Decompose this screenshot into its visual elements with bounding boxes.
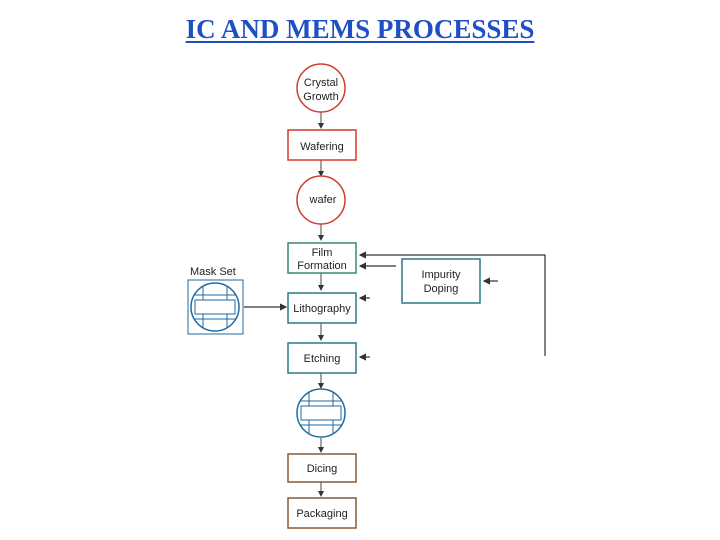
film-formation-label-2: Formation — [297, 260, 347, 272]
impurity-doping: Impurity Doping — [401, 258, 481, 304]
step-wafering: Wafering — [287, 129, 357, 161]
wafer-label: wafer — [309, 194, 337, 206]
impurity-doping-label-2: Doping — [424, 283, 459, 295]
crystal-growth-label-2: Growth — [303, 91, 338, 103]
dicing-label: Dicing — [307, 463, 338, 475]
step-patterned-wafer — [296, 388, 346, 438]
feedback-loop-to-film — [358, 251, 546, 356]
mask-set: Mask Set — [187, 266, 288, 335]
step-wafer: wafer — [296, 175, 346, 225]
step-packaging: Packaging — [287, 497, 357, 529]
step-crystal-growth: Crystal Growth — [296, 63, 346, 113]
crystal-growth-label-1: Crystal — [304, 77, 338, 89]
patterned-wafer-die-grid — [300, 392, 342, 434]
page-title: IC AND MEMS PROCESSES — [185, 14, 535, 44]
feedback-connectors — [358, 251, 546, 361]
step-film-formation: Film Formation — [287, 242, 357, 274]
packaging-label: Packaging — [296, 508, 347, 520]
step-lithography: Lithography — [287, 292, 357, 324]
film-formation-label-1: Film — [312, 247, 333, 259]
impurity-doping-label-1: Impurity — [421, 269, 461, 281]
wafering-label: Wafering — [300, 141, 344, 153]
mask-set-die-grid — [194, 286, 236, 328]
step-etching: Etching — [287, 342, 357, 374]
step-dicing: Dicing — [287, 453, 357, 483]
lithography-label: Lithography — [293, 303, 351, 315]
etching-label: Etching — [304, 353, 341, 365]
mask-set-label: Mask Set — [190, 266, 236, 278]
